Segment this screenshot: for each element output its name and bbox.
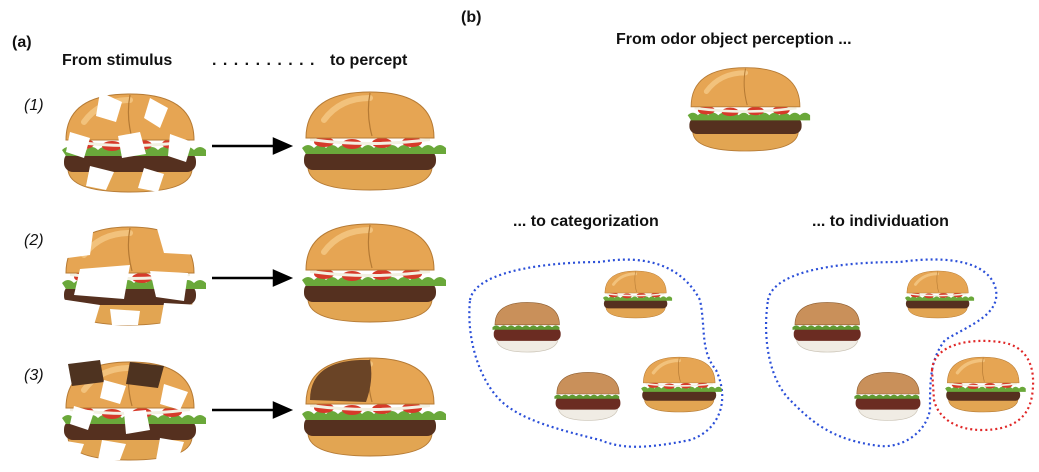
- category-burger-2: [603, 271, 672, 318]
- individuation-burger-3: [854, 372, 920, 420]
- individuation-burger-2: [905, 271, 974, 318]
- object-burger: [688, 68, 810, 151]
- individuation-burger-4: [945, 357, 1026, 412]
- stimulus-burger-1: [62, 92, 206, 192]
- percept-burger-3: [302, 358, 446, 456]
- category-burger-3: [554, 372, 620, 420]
- individuation-burger-1: [792, 302, 860, 352]
- arrow-row-2: [212, 271, 290, 285]
- percept-burger-1: [302, 92, 446, 190]
- arrow-row-3: [212, 403, 290, 417]
- percept-burger-2: [302, 224, 446, 322]
- stimulus-burger-3: [60, 360, 206, 460]
- arrow-row-1: [212, 139, 290, 153]
- stimulus-burger-2: [60, 225, 206, 325]
- category-burger-1: [492, 302, 560, 352]
- category-burger-4: [641, 357, 722, 412]
